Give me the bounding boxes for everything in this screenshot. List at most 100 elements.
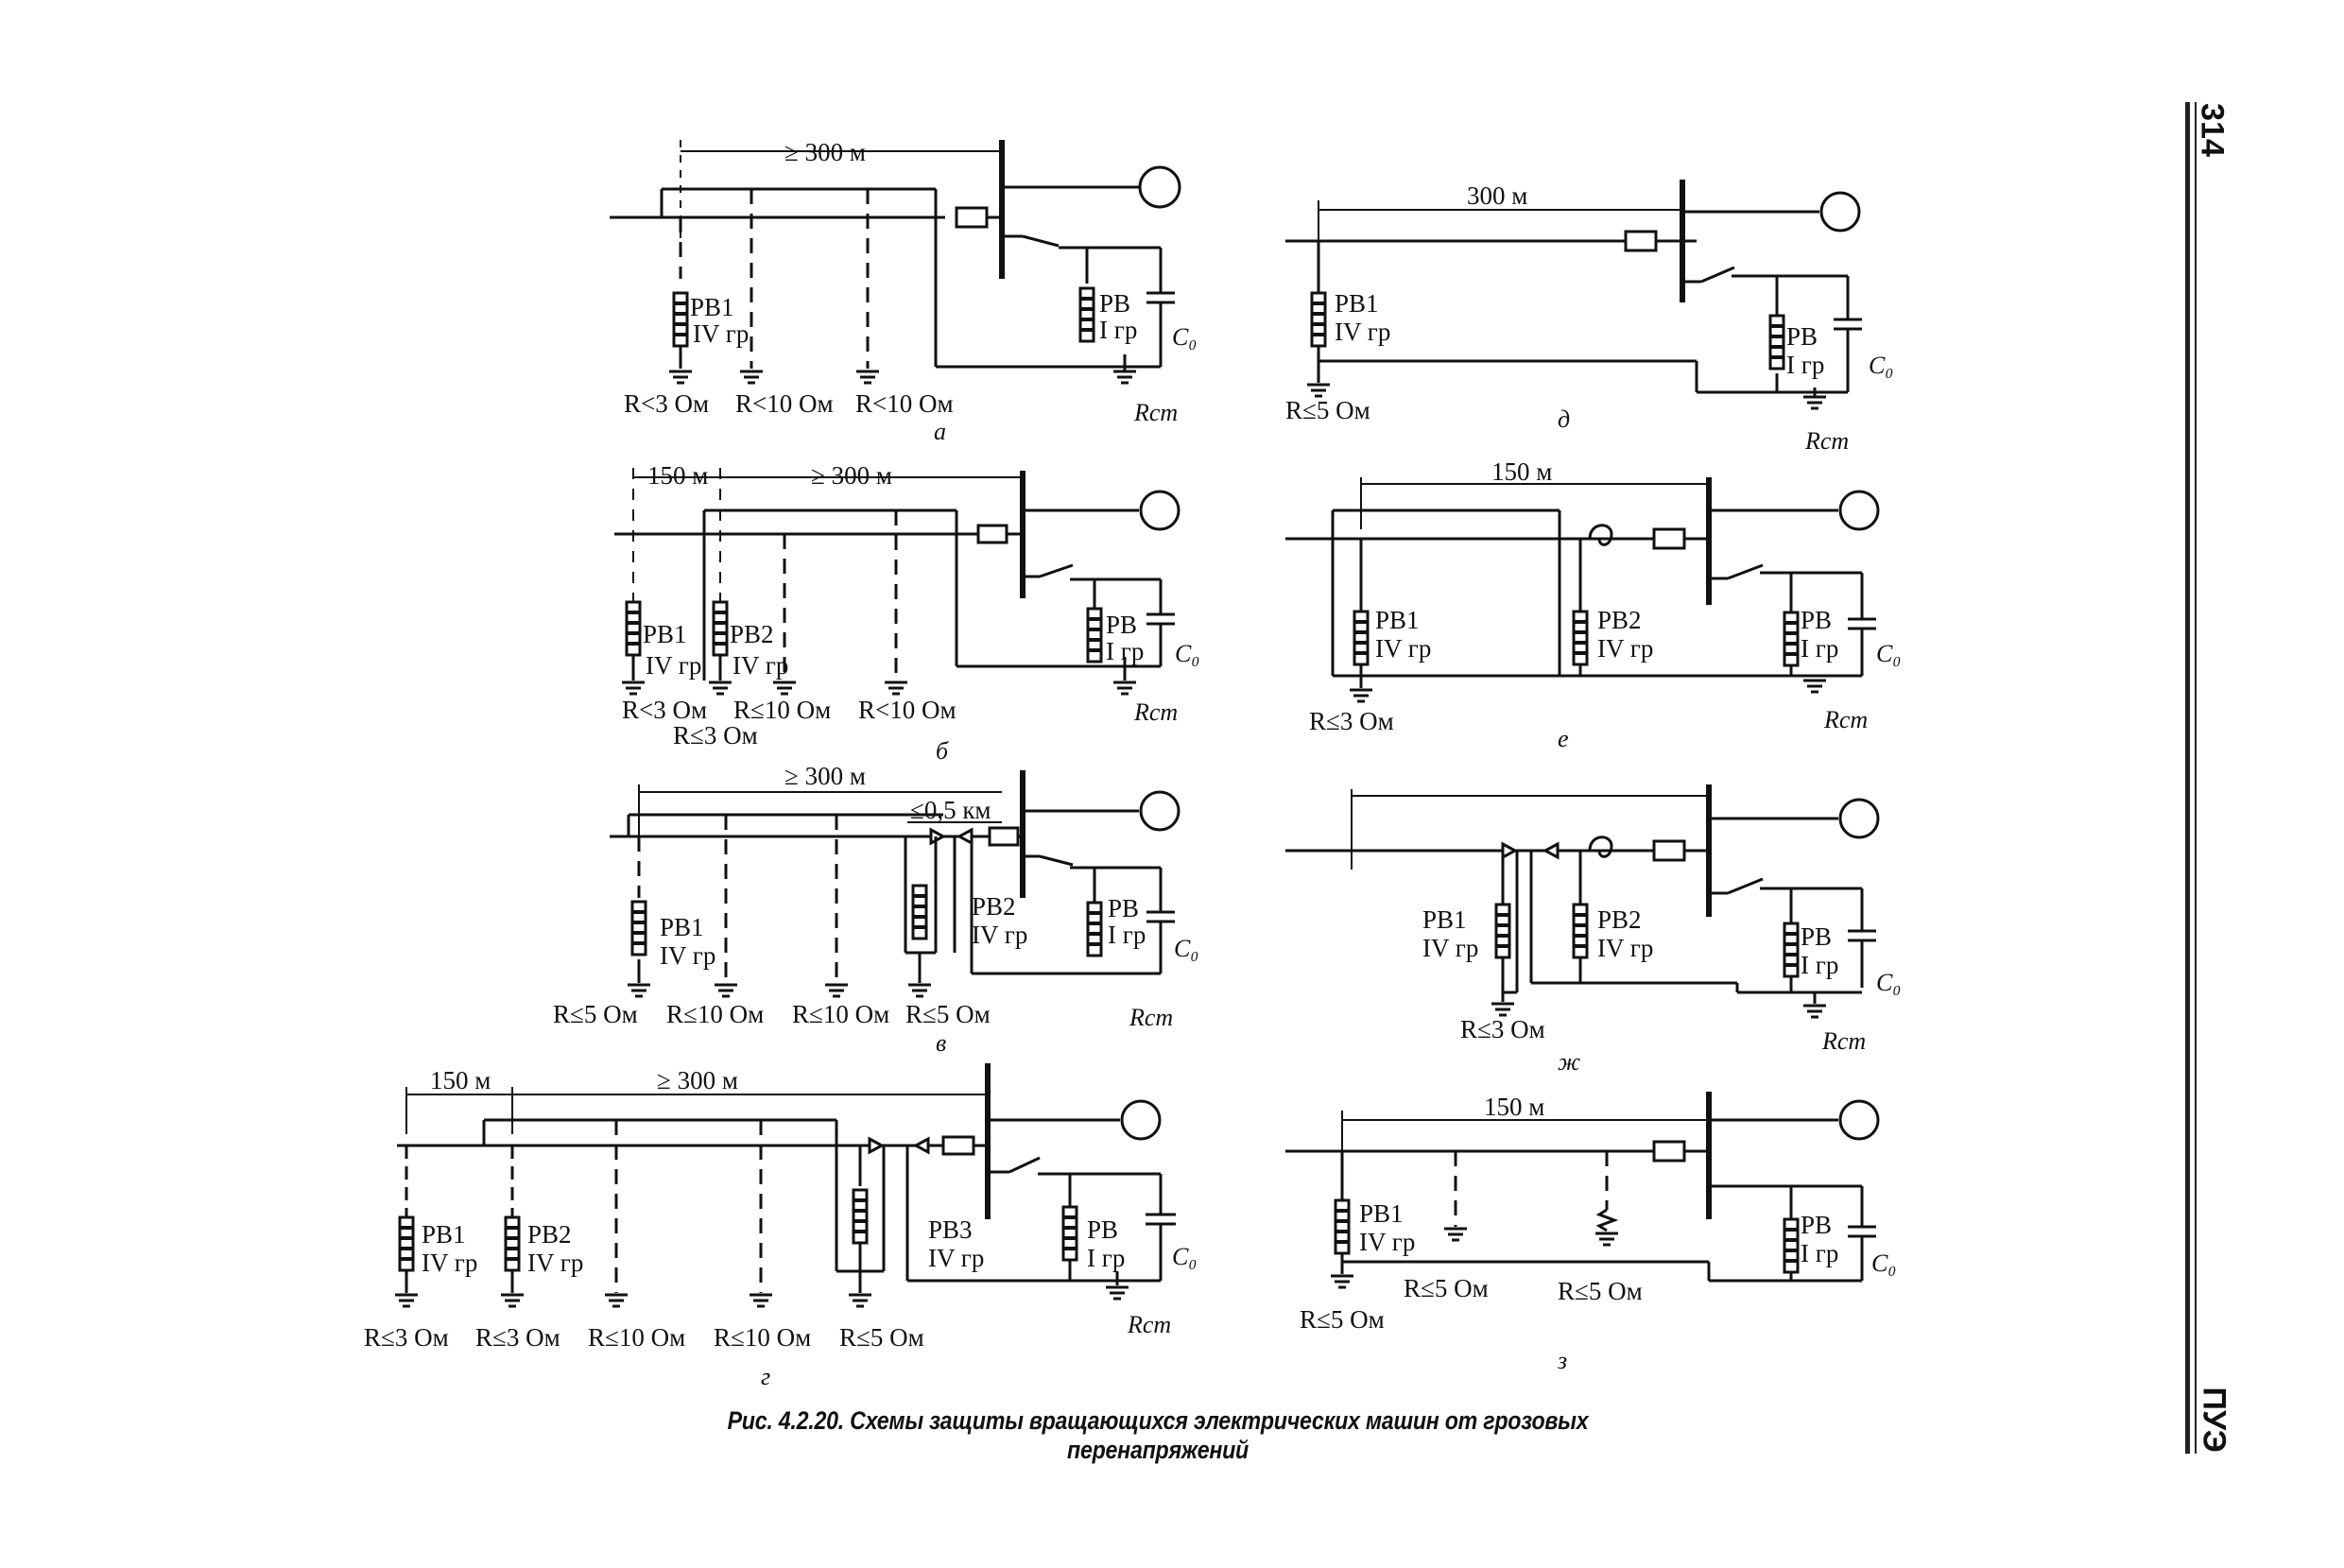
rb1-label: РВ1 (643, 620, 687, 648)
panel-letter: б (936, 737, 949, 765)
c0-label: C₀ (1869, 352, 1893, 379)
resistance-label: R<3 Ом (622, 696, 707, 724)
ground-icon (854, 370, 881, 385)
rb-group: I гр (1099, 316, 1137, 344)
rb1-group: IV гр (1335, 318, 1390, 346)
dist-label: 300 м (1467, 181, 1527, 210)
rb2-label: РВ2 (972, 892, 1016, 921)
ground-icon (883, 681, 909, 696)
arrester-rb-d (1768, 314, 1785, 370)
rb2-group: IV гр (732, 651, 788, 680)
panel-g (397, 1063, 1176, 1293)
rb2-group: IV гр (527, 1249, 583, 1277)
rb-label: РВ (1108, 894, 1139, 922)
dist-label: ≤0,5 км (910, 796, 991, 824)
arrester-rb2-g (504, 1215, 521, 1272)
ground-icon (1490, 1002, 1516, 1017)
rb-label: РВ (1099, 289, 1130, 318)
rb1-label: РВ1 (1422, 905, 1467, 934)
resistance-label: R≤5 Ом (1300, 1305, 1385, 1334)
rb-label: РВ (1786, 322, 1818, 351)
ground-icon (667, 370, 694, 385)
arrester-rb1-z (1334, 1198, 1351, 1255)
resistance-label: R≤5 Ом (1285, 396, 1370, 424)
ground-icon (823, 983, 850, 998)
ground-icon (1801, 395, 1828, 410)
rb-group: I гр (1801, 1239, 1838, 1267)
rb2-group: IV гр (972, 921, 1027, 949)
rb1-group: IV гр (1422, 934, 1478, 962)
page-number: 314 (2194, 103, 2231, 157)
dist-label: ≥ 300 м (811, 461, 892, 490)
c0-label: C₀ (1172, 1243, 1197, 1270)
dist-label: 150 м (647, 461, 708, 490)
resistance-label: R<10 Ом (855, 389, 954, 418)
panel-letter: д (1558, 405, 1570, 433)
ground-icon (1305, 383, 1332, 398)
ground-icon (499, 1293, 526, 1308)
arrester-rb-e (1783, 611, 1800, 667)
rb1-label: РВ1 (660, 913, 704, 941)
resistance-label: R≤10 Ом (792, 1000, 889, 1028)
c0-label: C₀ (1172, 323, 1197, 351)
rb2-group: IV гр (1597, 634, 1653, 663)
panel-letter: а (934, 418, 946, 445)
rb-group: I гр (1801, 951, 1838, 979)
arrester-rb2-e (1572, 610, 1589, 666)
rb1-group: IV гр (660, 941, 715, 970)
arrester-rb-a (1078, 286, 1095, 343)
rb1-label: РВ1 (690, 293, 734, 321)
panel-v (610, 770, 1181, 983)
panel-a (610, 140, 1181, 370)
rb1-label: РВ1 (1359, 1199, 1404, 1228)
dist-label: ≥ 300 м (784, 138, 866, 166)
rb1-label: РВ1 (422, 1220, 466, 1249)
panel-zh (1285, 784, 1880, 1004)
ground-icon (738, 370, 765, 385)
dist-label: 150 м (1491, 457, 1552, 486)
resistance-label: R≤3 Ом (1309, 707, 1394, 735)
rb2-group: IV гр (1597, 934, 1653, 962)
rb1-group: IV гр (422, 1249, 477, 1277)
rst-label: Rст (1129, 1004, 1173, 1031)
ground-icon (1112, 681, 1138, 696)
panel-z (1285, 1092, 1880, 1283)
ground-icon (603, 1293, 629, 1308)
resistance-label: R≤5 Ом (553, 1000, 638, 1028)
ground-icon (748, 1293, 774, 1308)
ground-icon (1442, 1227, 1469, 1242)
ground-icon (771, 681, 798, 696)
resistance-label: R≤5 Ом (1404, 1274, 1489, 1302)
resistance-label: R≤3 Ом (475, 1323, 560, 1352)
margin-rule (2195, 102, 2197, 1454)
panel-letter: в (936, 1029, 946, 1057)
arrester-rb2-b (712, 600, 729, 657)
arrester-rb1-g (398, 1215, 415, 1272)
rb1-group: IV гр (646, 651, 701, 680)
c0-label: C₀ (1876, 640, 1901, 667)
book-tag: ПУЭ (2196, 1387, 2232, 1453)
resistance-label: R≤3 Ом (673, 721, 758, 750)
dist-label: ≥ 300 м (657, 1066, 738, 1094)
rb-label: РВ (1087, 1215, 1118, 1244)
figure-caption: Рис. 4.2.20. Схемы защиты вращающихся эл… (727, 1406, 1589, 1464)
c0-label: C₀ (1876, 969, 1901, 996)
arrester-rb1-v (630, 900, 647, 956)
panel-e (1285, 477, 1880, 688)
dist-label: 150 м (430, 1066, 491, 1094)
c0-label: C₀ (1174, 935, 1198, 962)
arrester-rb2-v (911, 884, 928, 940)
rst-label: Rст (1823, 706, 1868, 733)
arrester-rb-g (1061, 1205, 1078, 1262)
ground-icon (1594, 1232, 1620, 1247)
ground-icon (1112, 370, 1138, 385)
dist-label: ≥ 300 м (784, 762, 866, 790)
panel-letter: г (761, 1363, 770, 1390)
rb2-label: РВ2 (1597, 606, 1642, 634)
arrester-rb-b (1086, 607, 1103, 663)
resistance-label: R≤10 Ом (666, 1000, 764, 1028)
rb-label: РВ (1801, 606, 1832, 634)
resistance-label: R≤3 Ом (1460, 1015, 1545, 1043)
